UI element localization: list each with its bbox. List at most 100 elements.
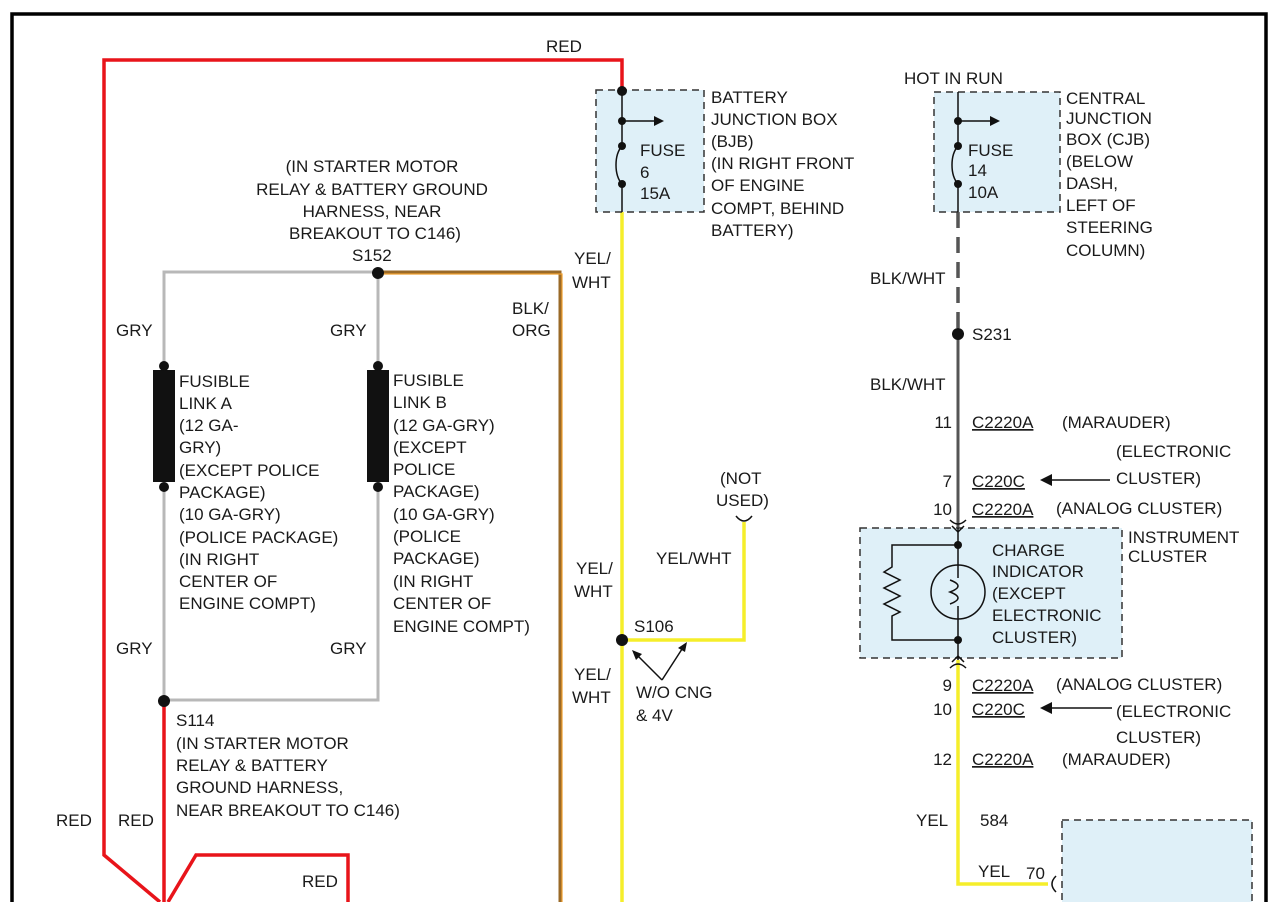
bjb-input-dot bbox=[617, 86, 627, 96]
instrument-cluster-label-1: INSTRUMENT bbox=[1128, 528, 1239, 547]
blk-org-wire bbox=[378, 270, 562, 902]
fusible-a-desc-4: GRY) bbox=[179, 438, 221, 457]
conn-note-marauder-bottom: (MARAUDER) bbox=[1062, 750, 1171, 769]
red-wire-label-left-2: RED bbox=[118, 811, 154, 830]
fusible-a-desc-10: CENTER OF bbox=[179, 572, 277, 591]
gry-label-b-bottom: GRY bbox=[330, 639, 367, 658]
fusible-b-desc-2: LINK B bbox=[393, 393, 447, 412]
yel-wht-label-1b: WHT bbox=[572, 273, 611, 292]
yel-wht-label-2b: WHT bbox=[574, 582, 613, 601]
s106-splice-dot bbox=[616, 634, 628, 646]
cjb-box bbox=[933, 91, 1061, 213]
pin-10-bottom: 10 bbox=[933, 700, 952, 719]
s152-desc-3: HARNESS, NEAR bbox=[303, 202, 442, 221]
gry-label-a-top: GRY bbox=[116, 321, 153, 340]
cjb-desc-4: (BELOW bbox=[1066, 152, 1133, 171]
bjb-desc-3: (BJB) bbox=[711, 132, 754, 151]
cjb-desc-7: STEERING bbox=[1066, 218, 1153, 237]
blk-org-label-2: ORG bbox=[512, 321, 551, 340]
yel-wire bbox=[956, 660, 1048, 886]
cjb-fuse-number: 14 bbox=[968, 161, 987, 180]
bjb-fuse-number: 6 bbox=[640, 163, 649, 182]
pin-70: 70 bbox=[1026, 864, 1045, 883]
fusible-a-desc-7: (10 GA-GRY) bbox=[179, 505, 281, 524]
bjb-desc-2: JUNCTION BOX bbox=[711, 110, 838, 129]
red-wire-label-bottom: RED bbox=[302, 872, 338, 891]
fusible-b-desc-3: (12 GA-GRY) bbox=[393, 416, 495, 435]
s114-label: S114 bbox=[176, 711, 214, 730]
fusible-b-desc-12: ENGINE COMPT) bbox=[393, 617, 530, 636]
hot-in-run-label: HOT IN RUN bbox=[904, 69, 1003, 88]
yel-wire-label-70: YEL bbox=[978, 862, 1010, 881]
conn-note-analog-top: (ANALOG CLUSTER) bbox=[1056, 499, 1222, 518]
fusible-b-bottom-dot bbox=[373, 482, 383, 492]
cjb-fuse-dot-top bbox=[954, 142, 962, 150]
fusible-b-desc-4: (EXCEPT bbox=[393, 438, 467, 457]
c220c-bottom-arrow-icon bbox=[1040, 702, 1052, 714]
wo-cng-label-1: W/O CNG bbox=[636, 683, 713, 702]
charge-indicator-1: CHARGE bbox=[992, 541, 1065, 560]
bjb-desc-5: OF ENGINE bbox=[711, 176, 805, 195]
red-wire-top bbox=[102, 58, 624, 902]
c220c-top-arrow-icon bbox=[1040, 474, 1052, 486]
s114-desc-2: RELAY & BATTERY bbox=[176, 756, 328, 775]
fusible-a-desc-5: (EXCEPT POLICE bbox=[179, 461, 319, 480]
bjb-box bbox=[595, 89, 705, 213]
charge-indicator-4: ELECTRONIC bbox=[992, 606, 1102, 625]
conn-note-analog-bottom: (ANALOG CLUSTER) bbox=[1056, 675, 1222, 694]
yel-wire-label: YEL bbox=[916, 811, 948, 830]
s114-desc-3: GROUND HARNESS, bbox=[176, 778, 343, 797]
gry-wire-loop bbox=[162, 270, 380, 702]
s114-splice-dot bbox=[158, 695, 170, 707]
fusible-a-desc-9: (IN RIGHT bbox=[179, 550, 259, 569]
bjb-fuse-dot-bottom bbox=[618, 180, 626, 188]
conn-c2220a-bottom-2: C2220A bbox=[972, 750, 1034, 769]
yel-wht-label-2a: YEL/ bbox=[576, 559, 613, 578]
gry-label-b-top: GRY bbox=[330, 321, 367, 340]
charge-indicator-3: (EXCEPT bbox=[992, 584, 1066, 603]
yel-wht-label-3b: WHT bbox=[572, 688, 611, 707]
yel-wht-label-1a: YEL/ bbox=[574, 249, 611, 268]
s152-desc-2: RELAY & BATTERY GROUND bbox=[256, 180, 488, 199]
blk-wht-label-1: BLK/WHT bbox=[870, 269, 946, 288]
conn-c220c-bottom: C220C bbox=[972, 700, 1025, 719]
pin-12: 12 bbox=[933, 750, 952, 769]
fusible-a-desc-3: (12 GA- bbox=[179, 416, 239, 435]
bjb-desc-4: (IN RIGHT FRONT bbox=[711, 154, 854, 173]
blk-org-wire-stripe bbox=[378, 273, 563, 902]
fusible-a-desc-6: PACKAGE) bbox=[179, 483, 266, 502]
conn-c2220a-bottom-1: C2220A bbox=[972, 676, 1034, 695]
circuit-584: 584 bbox=[980, 811, 1008, 830]
lamp-filament-icon bbox=[947, 545, 959, 640]
cjb-bus-arrow-icon bbox=[990, 116, 1000, 126]
fusible-b-desc-7: (10 GA-GRY) bbox=[393, 505, 495, 524]
conn-note-electronic-bottom-2: CLUSTER) bbox=[1116, 728, 1201, 747]
s231-label: S231 bbox=[972, 325, 1012, 344]
blk-wht-label-2: BLK/WHT bbox=[870, 375, 946, 394]
bjb-fuse-dot-top bbox=[618, 142, 626, 150]
s152-desc-1: (IN STARTER MOTOR bbox=[286, 157, 459, 176]
cjb-fuse-label: FUSE bbox=[968, 141, 1013, 160]
conn-c220c-top: C220C bbox=[972, 472, 1025, 491]
cjb-desc-6: LEFT OF bbox=[1066, 196, 1136, 215]
fusible-a-desc-2: LINK A bbox=[179, 394, 233, 413]
conn-note-electronic-top-2: CLUSTER) bbox=[1116, 469, 1201, 488]
wo-cng-arrows bbox=[637, 645, 685, 681]
fusible-b-top-dot bbox=[373, 361, 383, 371]
module-connector-icon bbox=[1051, 875, 1057, 893]
fusible-link-a bbox=[153, 370, 175, 482]
yel-wht-label-3a: YEL/ bbox=[574, 665, 611, 684]
s152-label: S152 bbox=[352, 246, 392, 265]
instrument-cluster-label-2: CLUSTER bbox=[1128, 547, 1207, 566]
conn-c2220a-top-1: C2220A bbox=[972, 413, 1034, 432]
yel-wht-branch-label: YEL/WHT bbox=[656, 549, 732, 568]
cjb-desc-5: DASH, bbox=[1066, 174, 1118, 193]
conn-note-marauder-top: (MARAUDER) bbox=[1062, 413, 1171, 432]
fusible-b-desc-9: PACKAGE) bbox=[393, 549, 480, 568]
red-wire-label-top: RED bbox=[546, 37, 582, 56]
pin-10-top: 10 bbox=[933, 500, 952, 519]
wo-cng-label-2: & 4V bbox=[636, 706, 674, 725]
bjb-bus-arrow-icon bbox=[654, 116, 664, 126]
cjb-desc-2: JUNCTION bbox=[1066, 109, 1152, 128]
